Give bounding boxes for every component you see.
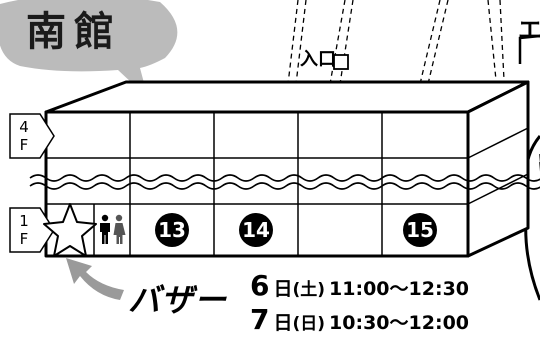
- schedule-time: 11:00〜12:30: [329, 278, 470, 300]
- schedule-time: 10:30〜12:00: [329, 312, 470, 334]
- schedule-weekday: (土): [292, 280, 326, 300]
- floor-tag-4f-unit: F: [19, 136, 29, 154]
- floor-tag-1f-unit: F: [19, 230, 29, 248]
- floor-tag-4f-shape: [9, 113, 55, 159]
- building-name-bubble: [0, 0, 178, 98]
- room-13-marker: 13: [155, 213, 189, 247]
- floor-tag-1f-number: 1: [19, 212, 29, 230]
- building-name: 南館: [26, 9, 122, 55]
- omitted-floors-break: [29, 154, 540, 190]
- floor-tag-4f-number: 4: [19, 118, 29, 136]
- entrance-label: 入口: [300, 49, 336, 70]
- schedule-weekday: (日): [292, 314, 326, 334]
- adjacent-building-label: エ: [518, 16, 540, 44]
- room-15-marker: 15: [403, 213, 437, 247]
- floor-tag-1f-shape: [9, 207, 55, 253]
- entrance-door-icon: [333, 54, 349, 70]
- schedule-day-number: 7: [250, 303, 270, 336]
- building-roof: [44, 80, 530, 114]
- room-14-marker: 14: [239, 213, 273, 247]
- bazaar-pointer-arrow: [66, 258, 124, 300]
- neighbor-building-edge: [487, 0, 540, 81]
- star-icon: [43, 203, 97, 257]
- entrance-path: [287, 0, 449, 85]
- bazaar-label: バザー: [128, 281, 228, 319]
- schedule-day-suffix: 日: [273, 312, 293, 334]
- schedule-day-number: 6: [250, 269, 270, 302]
- building-side: [466, 80, 530, 258]
- restroom-icon: [100, 214, 126, 244]
- schedule-day-suffix: 日: [273, 278, 293, 300]
